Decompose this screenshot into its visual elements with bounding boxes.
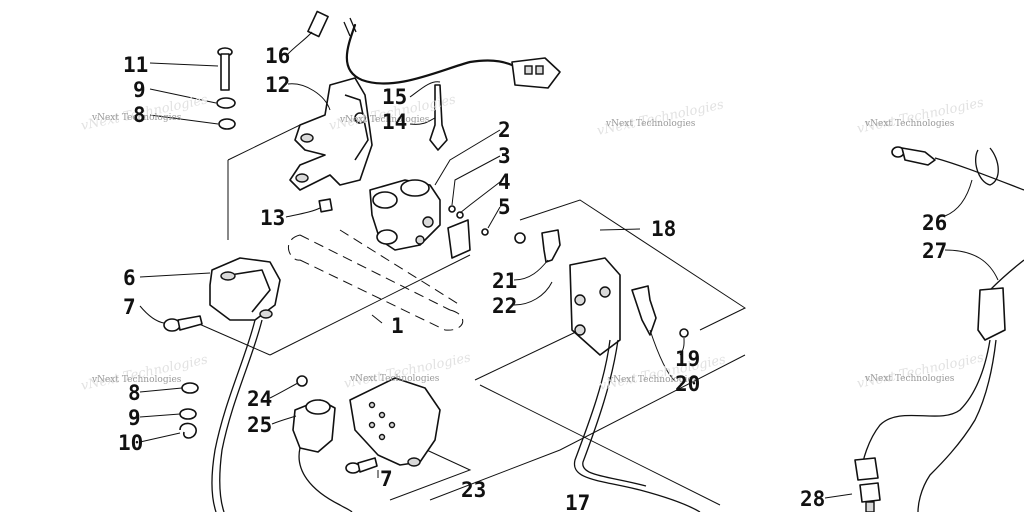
leader-lines bbox=[139, 31, 999, 499]
watermark-7: vNext Technologies bbox=[607, 375, 698, 385]
callout-7-left: 7 bbox=[123, 295, 136, 319]
pins-2-3-4-5 bbox=[447, 205, 489, 259]
callout-9-top: 9 bbox=[133, 78, 146, 102]
pad-assembly bbox=[514, 229, 689, 356]
callout-22: 22 bbox=[492, 294, 517, 318]
watermark-2: vNext Technologies bbox=[339, 115, 430, 125]
callout-10: 10 bbox=[118, 431, 143, 455]
washer-9-bottom bbox=[179, 408, 197, 420]
callout-14: 14 bbox=[382, 110, 407, 134]
callout-7-bottom: 7 bbox=[380, 467, 393, 491]
callout-18: 18 bbox=[651, 217, 676, 241]
callout-15: 15 bbox=[382, 85, 407, 109]
watermark-1: vNext Technologies bbox=[91, 113, 182, 123]
block-25 bbox=[292, 399, 336, 453]
harness-26-27 bbox=[854, 146, 1024, 512]
housing-6 bbox=[209, 257, 281, 321]
callout-8-bottom: 8 bbox=[128, 381, 141, 405]
clip-10 bbox=[179, 422, 197, 439]
washer-9-top bbox=[216, 97, 236, 109]
callout-23: 23 bbox=[461, 478, 486, 502]
watermark-5: vNext Technologies bbox=[91, 375, 182, 385]
callout-3: 3 bbox=[498, 144, 511, 168]
watermark-4: vNext Technologies bbox=[864, 119, 955, 129]
assembly-frames bbox=[189, 124, 747, 506]
harness-15 bbox=[343, 17, 561, 89]
callout-17: 17 bbox=[565, 491, 590, 512]
callout-16: 16 bbox=[265, 44, 290, 68]
callout-24: 24 bbox=[247, 387, 272, 411]
watermarks: vNext Technologies vNext Technologies vN… bbox=[80, 92, 986, 394]
watermark-6: vNext Technologies bbox=[349, 374, 440, 384]
cable-17 bbox=[573, 339, 701, 512]
callout-1: 1 bbox=[391, 314, 404, 338]
callout-21: 21 bbox=[492, 269, 517, 293]
callout-28: 28 bbox=[800, 487, 825, 511]
washer-8-bottom bbox=[181, 382, 199, 394]
callout-19: 19 bbox=[675, 347, 700, 371]
callout-27: 27 bbox=[922, 239, 947, 263]
callout-12: 12 bbox=[265, 73, 290, 97]
callout-8-top: 8 bbox=[133, 103, 146, 127]
watermark-ghost-4: vNext Technologies bbox=[856, 95, 986, 137]
callout-25: 25 bbox=[247, 413, 272, 437]
terminal-14 bbox=[429, 84, 448, 151]
callout-20: 20 bbox=[675, 372, 700, 396]
caliper-body bbox=[369, 179, 441, 251]
caliper-23 bbox=[349, 377, 441, 467]
callout-5: 5 bbox=[498, 195, 511, 219]
callout-9-bottom: 9 bbox=[128, 406, 141, 430]
callout-4: 4 bbox=[498, 170, 511, 194]
washer-8-top bbox=[218, 118, 236, 130]
callout-26: 26 bbox=[922, 211, 947, 235]
callout-11: 11 bbox=[123, 53, 148, 77]
callout-numbers: 11 9 8 16 12 15 14 2 3 4 5 13 18 6 7 21 … bbox=[118, 44, 947, 512]
cable-left bbox=[211, 319, 256, 512]
bolt-24 bbox=[296, 375, 308, 387]
screw-7-left bbox=[163, 315, 203, 332]
callout-13: 13 bbox=[260, 206, 285, 230]
clip-13 bbox=[318, 198, 333, 213]
bracket-12 bbox=[289, 77, 373, 191]
screw-7-bottom bbox=[345, 457, 378, 474]
watermark-3: vNext Technologies bbox=[605, 119, 696, 129]
watermark-ghost-8: vNext Technologies bbox=[856, 350, 986, 392]
bolt-11 bbox=[217, 47, 233, 91]
watermark-ghost-7: vNext Technologies bbox=[598, 352, 728, 394]
fuse-16 bbox=[307, 10, 329, 38]
watermark-8: vNext Technologies bbox=[864, 374, 955, 384]
callout-6: 6 bbox=[123, 266, 136, 290]
callout-2: 2 bbox=[498, 118, 511, 142]
